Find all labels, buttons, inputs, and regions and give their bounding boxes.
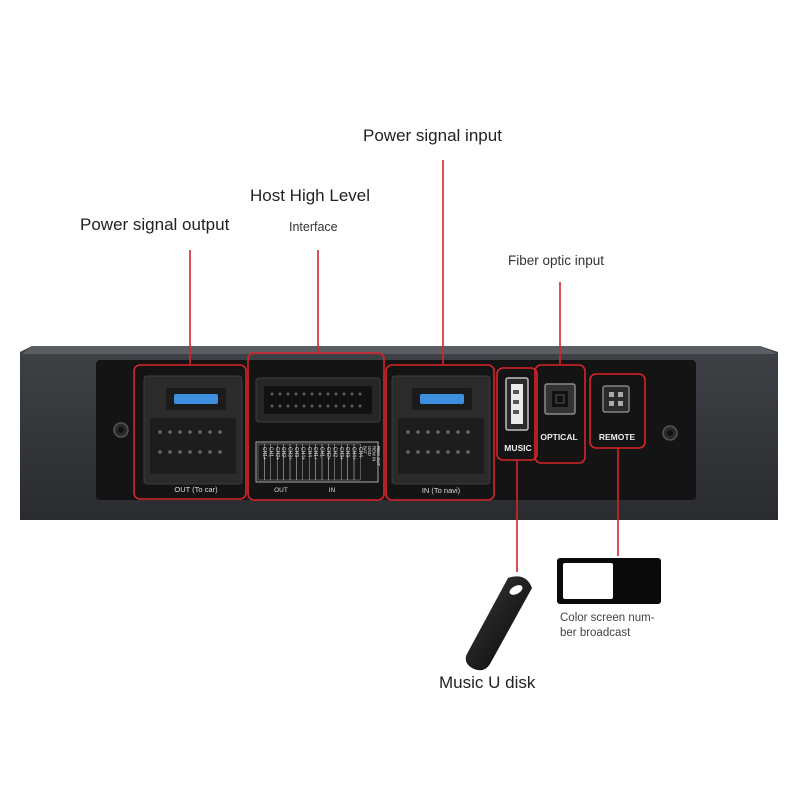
interface-label: Interface xyxy=(289,220,338,234)
screw-right-icon xyxy=(662,425,678,441)
sub-out-label: OUT xyxy=(274,487,288,494)
music-u-disk-label: Music U disk xyxy=(439,673,536,692)
remote-port: REMOTE xyxy=(599,385,636,442)
side-label: BAT xyxy=(362,446,367,455)
power-signal-output-label: Power signal output xyxy=(80,215,230,234)
color-screen-label-line2: ber broadcast xyxy=(560,627,631,639)
color-screen-label-line1: Color screen num- xyxy=(560,612,655,624)
high-level-connector: CH1+CH1-CH2+CH2-CH3+CH3-CH4+CH4-CH1+CH1-… xyxy=(255,377,381,494)
channel-label: CH2- xyxy=(280,447,286,459)
channel-label: CH2+ xyxy=(325,447,331,460)
optical-port: OPTICAL xyxy=(540,383,578,442)
channel-label: CH4- xyxy=(306,447,312,459)
channel-label: CH3- xyxy=(293,447,299,459)
color-screen-label: Color screen num- ber broadcast xyxy=(560,611,680,641)
channel-label: CH1+ xyxy=(261,447,267,460)
power-signal-input-label: Power signal input xyxy=(363,126,502,145)
fiber-optic-input-label: Fiber optic input xyxy=(508,253,605,268)
side-label: GND xyxy=(367,446,372,456)
channel-label: CH3+ xyxy=(287,447,293,460)
channel-label: CH3+ xyxy=(338,447,344,460)
channel-label-grid: CH1+CH1-CH2+CH2-CH3+CH3-CH4+CH4-CH1+CH1-… xyxy=(257,443,381,481)
fuse-icon xyxy=(420,394,464,404)
out-connector: OUT (To car) xyxy=(143,375,243,494)
channel-label: CH4+ xyxy=(351,447,357,460)
optical-port-label: OPTICAL xyxy=(540,432,577,442)
channel-label: CH1+ xyxy=(312,447,318,460)
channel-label: CH2- xyxy=(331,447,337,459)
usb-flash-drive-icon xyxy=(465,576,532,671)
channel-label: CH1- xyxy=(267,447,273,459)
channel-label: CH2+ xyxy=(274,447,280,460)
channel-label: CH4+ xyxy=(299,447,305,460)
fuse-icon xyxy=(174,394,218,404)
sub-in-label: IN xyxy=(329,487,336,494)
channel-label: CH4- xyxy=(357,447,363,459)
music-port-label: MUSIC xyxy=(504,443,531,453)
color-screen-icon xyxy=(557,558,661,604)
usb-port: MUSIC xyxy=(504,377,532,453)
callout-box-high-level xyxy=(247,352,385,501)
channel-cell xyxy=(353,443,361,481)
callout-box-in xyxy=(385,364,495,501)
in-connector: IN (To navi) xyxy=(391,375,491,495)
callout-lines xyxy=(189,160,619,572)
screw-left-icon xyxy=(113,422,129,438)
callout-boxes xyxy=(133,352,646,501)
in-connector-label: IN (To navi) xyxy=(422,486,461,495)
remote-port-label: REMOTE xyxy=(599,432,636,442)
side-label: REM IN xyxy=(371,446,376,461)
side-label: REM OUT xyxy=(376,446,381,467)
out-connector-label: OUT (To car) xyxy=(174,485,218,494)
channel-label: CH3- xyxy=(344,447,350,459)
channel-label: CH1- xyxy=(319,447,325,459)
host-high-level-label: Host High Level xyxy=(250,186,371,205)
